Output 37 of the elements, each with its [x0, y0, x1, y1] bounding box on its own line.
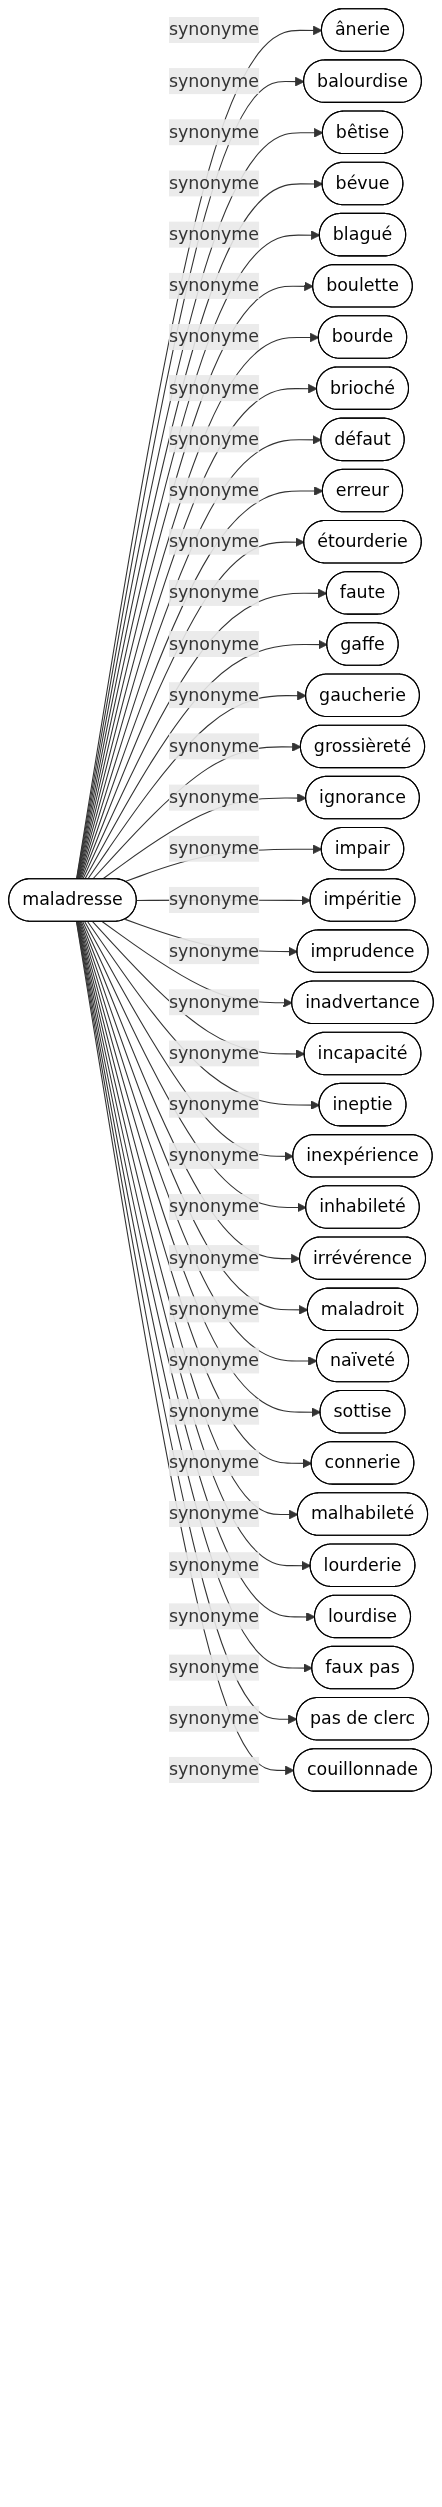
edge-label: synonyme — [168, 1759, 260, 1780]
edge-label: synonyme — [168, 1349, 260, 1371]
edge-label: synonyme — [168, 1400, 260, 1422]
edge-label: synonyme — [168, 1298, 260, 1320]
edge-label: synonyme — [168, 274, 260, 296]
edge-label: synonyme — [168, 633, 260, 654]
edge-label: synonyme — [168, 1503, 260, 1524]
edge-label: synonyme — [168, 223, 260, 245]
edge-label: synonyme — [168, 1554, 260, 1576]
edge-label: synonyme — [168, 991, 260, 1013]
edge-label: synonyme — [168, 19, 260, 40]
edge-label: synonyme — [168, 1196, 260, 1217]
edge-label: synonyme — [168, 479, 260, 501]
edge-label: synonyme — [168, 326, 260, 347]
edge-label: synonyme — [168, 786, 260, 808]
edge-label: synonyme — [168, 1144, 260, 1166]
edge-label: synonyme — [168, 1451, 260, 1473]
edge-label: synonyme — [168, 837, 260, 859]
edge-label: synonyme — [168, 581, 260, 603]
edge-label: synonyme — [168, 70, 260, 91]
edge-label: synonyme — [168, 1656, 260, 1678]
edge-label: synonyme — [168, 1707, 260, 1729]
edge-label: synonyme — [168, 735, 260, 757]
arrow — [84, 921, 294, 1162]
edge-label: synonyme — [168, 940, 260, 961]
edge-label: synonyme — [168, 377, 260, 398]
edge-label: synonyme — [168, 172, 260, 194]
edge-label: synonyme — [168, 1247, 260, 1268]
edge-label: synonyme — [168, 530, 260, 552]
edge-label: synonyme — [168, 889, 260, 910]
arrow — [87, 921, 320, 1110]
edge-label: synonyme — [168, 1042, 260, 1064]
edge-label: synonyme — [168, 121, 260, 143]
edge-label: synonyme — [168, 1093, 260, 1115]
edge-label: synonyme — [168, 1605, 260, 1627]
edge-label: synonyme — [168, 684, 260, 706]
edge-label: synonyme — [168, 428, 260, 450]
